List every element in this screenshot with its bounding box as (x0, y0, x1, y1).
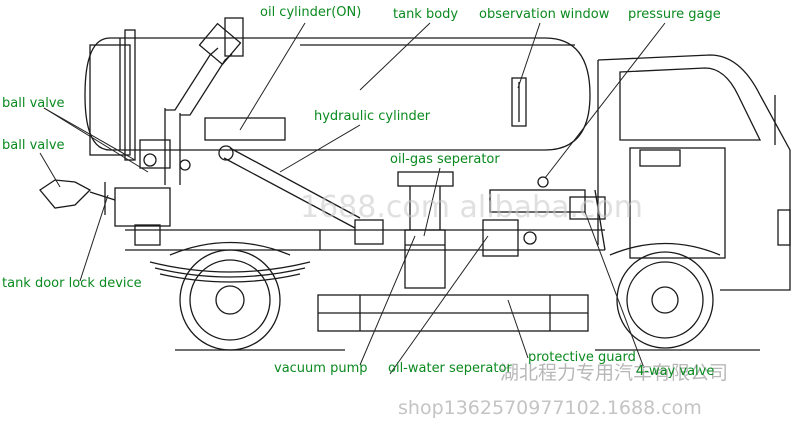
rear-door (89, 29, 136, 161)
chassis-frame (125, 229, 605, 251)
leader-oil-water-separator (389, 235, 489, 375)
watermark-company: 湖北程力专用汽车有限公司 (500, 362, 729, 384)
watermark-center: 1688.com alibaba.com (300, 190, 644, 225)
label-ball-valve-1: ball valve (2, 96, 65, 111)
leader-vacuum-pump (359, 235, 416, 366)
leader-ball-valve-1b (43, 107, 149, 173)
label-pressure-gage: pressure gage (628, 7, 721, 22)
leader-ball-valve-1a (43, 107, 136, 161)
label-vacuum-pump: vacuum pump (274, 361, 368, 376)
pressure-gage (537, 176, 549, 188)
truck-cab (597, 54, 791, 291)
tank-body (84, 37, 591, 151)
leader-tank-body (359, 22, 431, 91)
leader-pressure-gage (544, 22, 666, 179)
leader-oil-cylinder (239, 22, 306, 131)
rear-pipe-flange (224, 17, 244, 57)
hydraulic-cylinder (218, 145, 384, 245)
observation-window (511, 77, 527, 127)
label-observation-window: observation window (479, 7, 610, 22)
label-oil-water-seperator: oil-water seperator (388, 361, 512, 376)
label-4-way-valve: 4-way valve (636, 364, 715, 379)
watermark-shop: shop1362570977102.1688.com (398, 397, 702, 419)
leader-tank-door-lock (79, 194, 109, 282)
leader-ball-valve-2 (39, 152, 61, 188)
label-protective-guard: protective guard (528, 350, 636, 365)
leader-protective-guard (507, 299, 529, 359)
label-oil-gas-seperator: oil-gas seperator (390, 152, 500, 167)
oil-cylinder-box (204, 117, 286, 141)
label-hydraulic-cylinder: hydraulic cylinder (314, 109, 431, 124)
leader-observation-window (517, 22, 541, 89)
oil-water-separator (482, 219, 537, 257)
label-tank-door-lock: tank door lock device (2, 276, 142, 291)
leader-hydraulic-cylinder (279, 124, 361, 173)
rear-leaf-spring (149, 261, 311, 283)
front-wheel (609, 242, 721, 349)
oil-cylinder-pipe (164, 22, 242, 185)
label-tank-body: tank body (393, 7, 459, 22)
leader-lines (39, 22, 666, 375)
rear-valve-cluster (39, 139, 191, 246)
label-ball-valve-2: ball valve (2, 138, 65, 153)
rear-wheel (169, 241, 291, 351)
protective-guard (317, 294, 589, 332)
leader-oil-gas-separator (423, 167, 441, 237)
label-oil-cylinder: oil cylinder(ON) (260, 5, 362, 20)
leader-4-way-valve (584, 211, 645, 369)
